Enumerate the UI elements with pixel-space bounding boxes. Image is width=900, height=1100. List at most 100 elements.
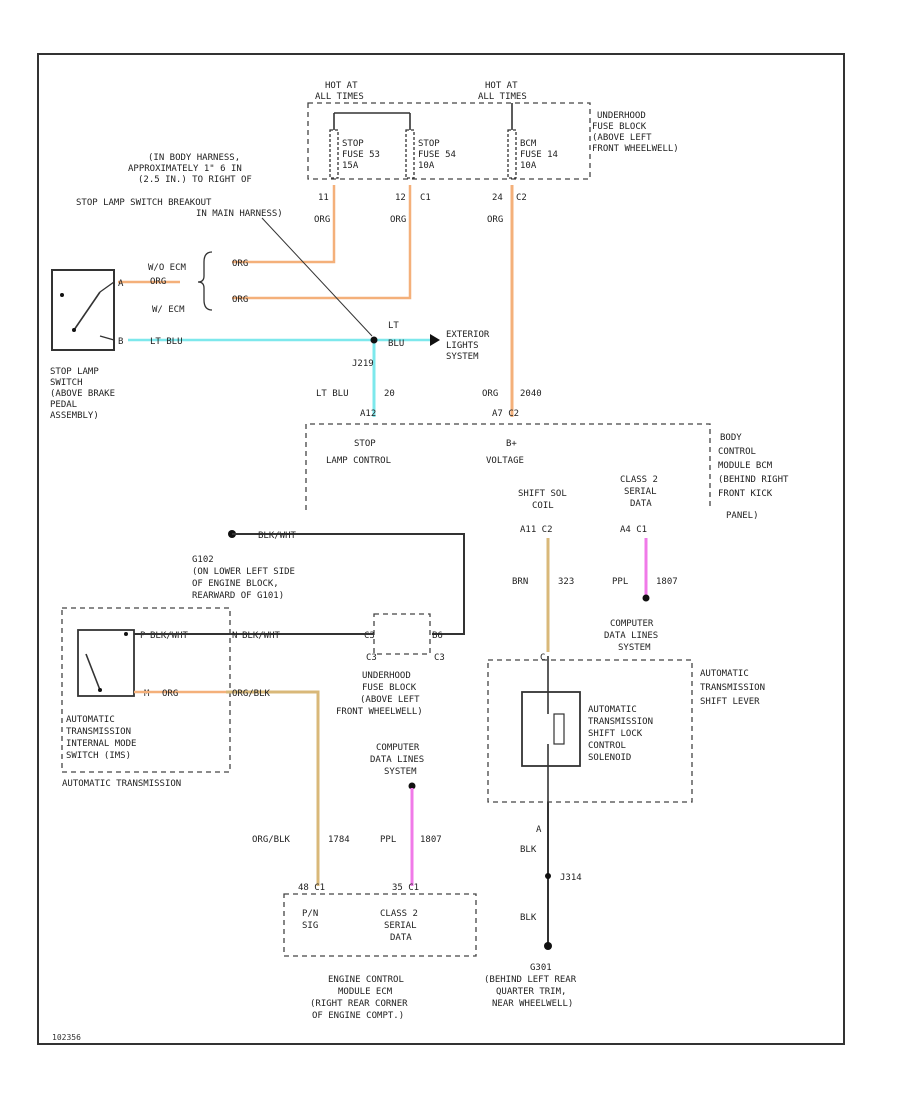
b-plus-l2: VOLTAGE <box>486 456 524 466</box>
shift-lock-l5: SOLENOID <box>588 753 631 763</box>
stop-lamp-switch-l1: STOP LAMP <box>50 367 99 377</box>
footer-id: 102356 <box>52 1033 81 1042</box>
bcm-label-l4: (BEHIND RIGHT <box>718 475 789 485</box>
wo-ecm-label: W/O ECM <box>148 263 187 273</box>
splice-leader-line <box>261 217 373 337</box>
splice-j219-dot <box>370 336 378 344</box>
splice-note-l5: IN MAIN HARNESS) <box>196 209 283 219</box>
fuse-stop1-l3: 15A <box>342 161 359 171</box>
stop-lamp-switch-l4: PEDAL <box>50 400 77 410</box>
pin-11: 11 <box>318 193 329 203</box>
stop-lamp-switch-l2: SWITCH <box>50 378 83 388</box>
underhood-top-l4: FRONT WHEELWELL) <box>592 144 679 154</box>
splice-j314-label: J314 <box>560 873 582 883</box>
wire-org-label-5: ORG <box>232 259 248 269</box>
transmission-shift-lever: C AUTOMATIC TRANSMISSION SHIFT LOCK CONT… <box>487 653 765 803</box>
wire-org-label-4: ORG <box>150 277 166 287</box>
fuse-bcm-l1: BCM <box>520 139 537 149</box>
underhood-fuse-block-top: HOT AT ALL TIMES HOT AT ALL TIMES STOP F… <box>307 81 679 180</box>
wire-org-blk-label-1: ORG/BLK <box>232 689 271 699</box>
ecm-label-l4: OF ENGINE COMPT.) <box>312 1011 404 1021</box>
body-control-module: A12 A7 C2 STOP LAMP CONTROL B+ VOLTAGE B… <box>305 409 789 535</box>
g102-l2: (ON LOWER LEFT SIDE <box>192 567 295 577</box>
wire-1807-label-a: 1807 <box>656 577 678 587</box>
shift-lever-pin-c: C <box>540 653 545 663</box>
exterior-lights-l2: LIGHTS <box>446 341 479 351</box>
arrow-exterior-lights-icon <box>430 334 440 346</box>
bcm-label-l1: BODY <box>720 433 742 443</box>
shift-sol-coil-l1: SHIFT SOL <box>518 489 567 499</box>
computer-data-lines-dot-bottom <box>408 782 416 790</box>
pin-24: 24 <box>492 193 503 203</box>
ecm-label-l3: (RIGHT REAR CORNER <box>310 999 408 1009</box>
wire-brn-label: BRN <box>512 577 528 587</box>
stop-lamp-switch-l5: ASSEMBLY) <box>50 411 99 421</box>
underhood-top-l3: (ABOVE LEFT <box>592 133 652 143</box>
g301-l1: G301 <box>530 963 552 973</box>
bcm-label-l2: CONTROL <box>718 447 756 457</box>
class2-bcm-l2: SERIAL <box>624 487 657 497</box>
trans-pin-m: M <box>144 689 150 699</box>
underhood-fuse-block-mid: C3 B6 C3 C3 UNDERHOOD FUSE BLOCK (ABOVE … <box>336 613 445 717</box>
bcm-label-l6: PANEL) <box>726 511 759 521</box>
shift-lever-l2: TRANSMISSION <box>700 683 765 693</box>
automatic-transmission: P M BLK/WHT AUTOMATIC TRANSMISSION INTER… <box>61 607 231 789</box>
wire-2040-label: 2040 <box>520 389 542 399</box>
underhood-top-l2: FUSE BLOCK <box>592 122 647 132</box>
wire-org-bcm-label: ORG <box>482 389 498 399</box>
wire-org-label-3: ORG <box>487 215 503 225</box>
ims-l3: INTERNAL MODE <box>66 739 136 749</box>
wire-1807-label-b: 1807 <box>420 835 442 845</box>
splice-j314-dot <box>545 873 551 879</box>
hot-at-all-times-1-line1: HOT AT <box>325 81 358 91</box>
bcm-label-l3: MODULE BCM <box>718 461 773 471</box>
class2-ecm-l3: DATA <box>390 933 412 943</box>
ecm-pn-l1: P/N <box>302 909 318 919</box>
wire-1784-label: 1784 <box>328 835 350 845</box>
underhood-mid-l2: FUSE BLOCK <box>362 683 417 693</box>
shift-lock-l2: TRANSMISSION <box>588 717 653 727</box>
switch-pin-b: B <box>118 337 123 347</box>
wire-orange-fuse53 <box>232 185 336 264</box>
switch-pin-a: A <box>118 279 124 289</box>
splice-j219-label: J219 <box>352 359 374 369</box>
splice-note-l4: STOP LAMP SWITCH BREAKOUT <box>76 198 212 208</box>
diagram-frame <box>37 53 845 1045</box>
wire-org-label-2: ORG <box>390 215 406 225</box>
underhood-top-l1: UNDERHOOD <box>597 111 646 121</box>
bcm-pin-a12: A12 <box>360 409 376 419</box>
trans-pin-p: P <box>140 631 146 641</box>
ecm-label-l2: MODULE ECM <box>338 987 393 997</box>
shift-lever-l1: AUTOMATIC <box>700 669 749 679</box>
hot-at-all-times-2-line2: ALL TIMES <box>478 92 527 102</box>
internal-mode-switch-box <box>77 629 135 697</box>
bcm-pin-a11-c2: A11 C2 <box>520 525 553 535</box>
class2-bcm-l1: CLASS 2 <box>620 475 658 485</box>
b-plus-l1: B+ <box>506 439 517 449</box>
fuse-stop-54-icon <box>405 129 415 179</box>
g102-l1: G102 <box>192 555 214 565</box>
stop-lamp-control-l2: LAMP CONTROL <box>326 456 391 466</box>
pin-12: 12 <box>395 193 406 203</box>
mid-pin-c3-b: C3 <box>366 653 377 663</box>
cdl-bottom-l1: COMPUTER <box>376 743 420 753</box>
shift-lock-l1: AUTOMATIC <box>588 705 637 715</box>
stop-lamp-control-l1: STOP <box>354 439 376 449</box>
wire-blk-label-1: BLK <box>520 845 537 855</box>
class2-ecm-l2: SERIAL <box>384 921 417 931</box>
underhood-mid-l4: FRONT WHEELWELL) <box>336 707 423 717</box>
wire-org-blk-label-2: ORG/BLK <box>252 835 291 845</box>
pin-c1: C1 <box>420 193 431 203</box>
trans-pin-n: N <box>232 631 237 641</box>
class2-bcm-l3: DATA <box>630 499 652 509</box>
engine-control-module: 48 C1 35 C1 P/N SIG CLASS 2 SERIAL DATA … <box>283 883 477 1021</box>
wire-blk-label-2: BLK <box>520 913 537 923</box>
option-bracket <box>197 251 213 311</box>
underhood-mid-l3: (ABOVE LEFT <box>360 695 420 705</box>
ims-l1: AUTOMATIC <box>66 715 115 725</box>
wire-blk-wht-label-2: BLK/WHT <box>150 631 189 641</box>
wire-ppl-label-a: PPL <box>612 577 628 587</box>
fuse-bcm-l2: FUSE 14 <box>520 150 558 160</box>
fuse-stop2-l3: 10A <box>418 161 435 171</box>
g102-l4: REARWARD OF G101) <box>192 591 284 601</box>
